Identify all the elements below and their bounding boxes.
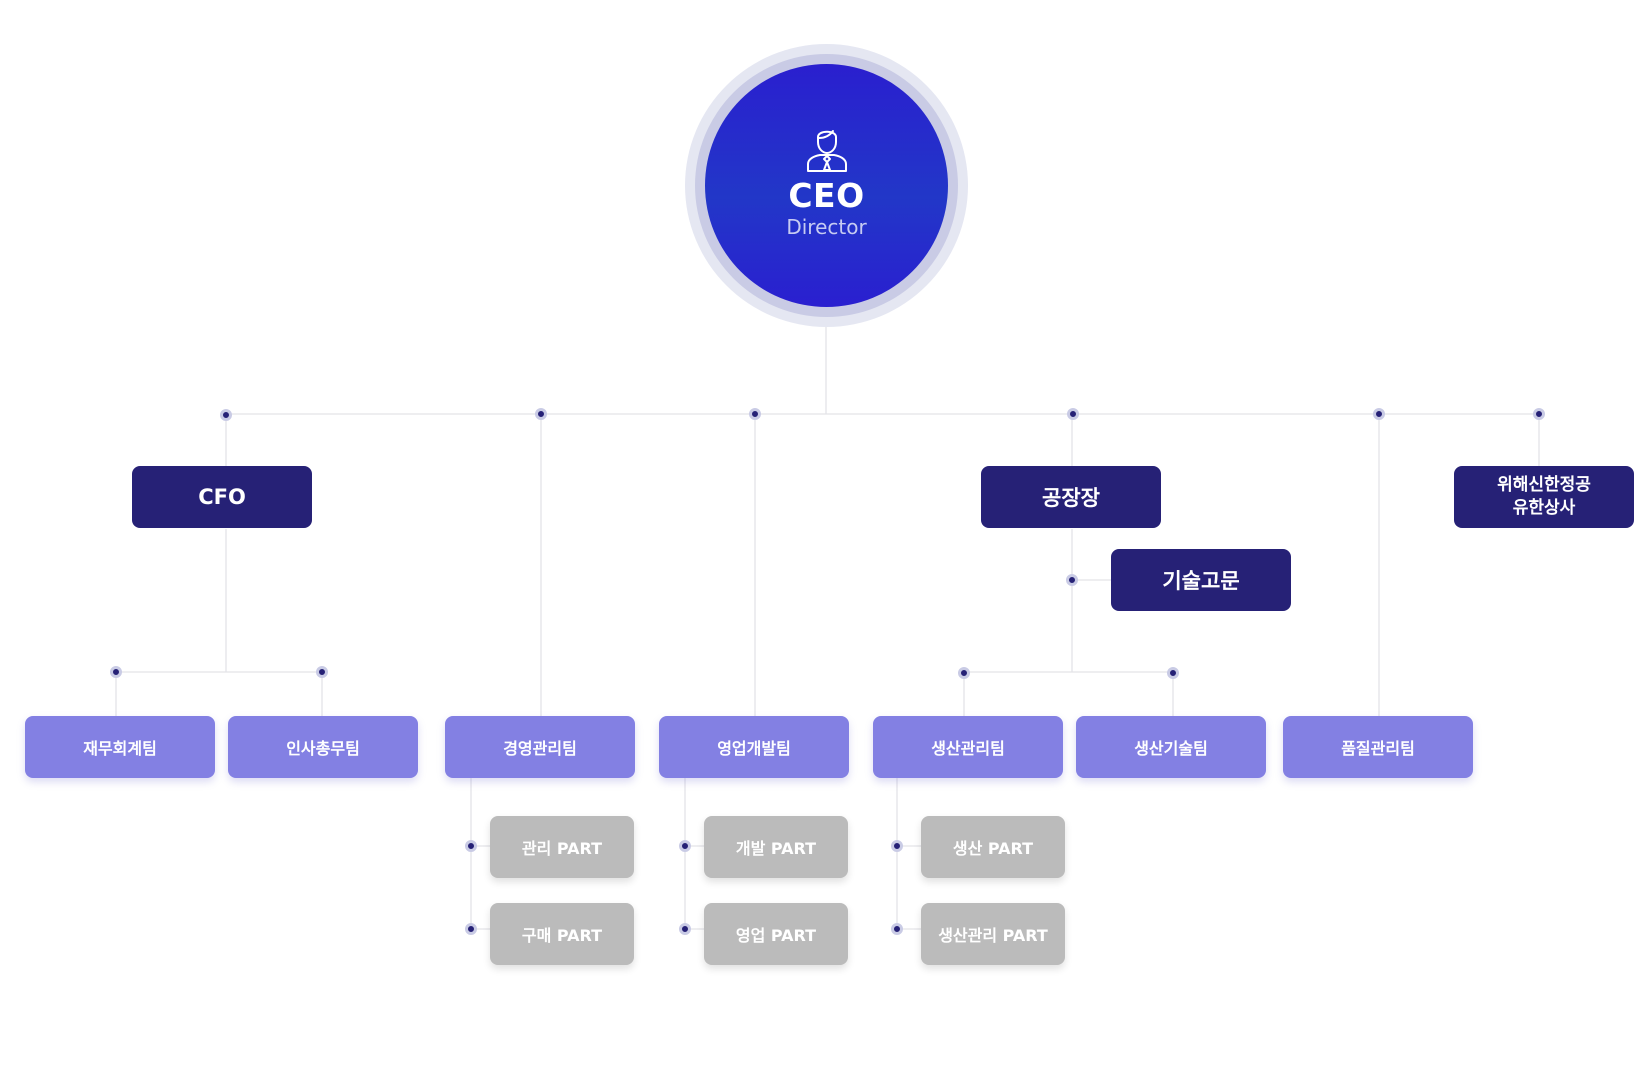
- cfo-box: CFO: [132, 466, 312, 528]
- ceo-node: CEO Director: [705, 64, 948, 307]
- part-production-mgmt: 생산관리 PART: [921, 903, 1065, 965]
- part-sales: 영업 PART: [704, 903, 848, 965]
- team-hr: 인사총무팀: [228, 716, 418, 778]
- team-prod-tech: 생산기술팀: [1076, 716, 1266, 778]
- team-prod-mgmt: 생산관리팀: [873, 716, 1063, 778]
- team-management: 경영관리팀: [445, 716, 635, 778]
- part-development: 개발 PART: [704, 816, 848, 878]
- part-production: 생산 PART: [921, 816, 1065, 878]
- node-dots: [110, 408, 1545, 935]
- team-quality: 품질관리팀: [1283, 716, 1473, 778]
- ceo-title: CEO: [788, 175, 865, 215]
- part-purchase: 구매 PART: [490, 903, 634, 965]
- person-with-tie-icon: [806, 129, 847, 172]
- factory-head-box: 공장장: [981, 466, 1161, 528]
- tech-advisor-box: 기술고문: [1111, 549, 1291, 611]
- team-sales-dev: 영업개발팀: [659, 716, 849, 778]
- ceo-subtitle: Director: [786, 214, 867, 239]
- affiliate-box: 위해신한정공 유한상사: [1454, 466, 1634, 528]
- part-management: 관리 PART: [490, 816, 634, 878]
- team-finance: 재무회계팀: [25, 716, 215, 778]
